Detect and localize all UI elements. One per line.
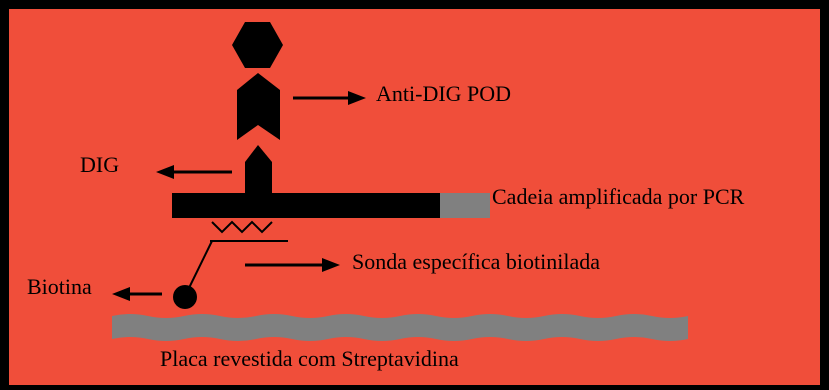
biotin-dot — [173, 285, 197, 309]
pcr-chain-grey — [440, 193, 490, 218]
antibody-chevron-body — [237, 73, 280, 140]
arrow-anti-dig — [293, 91, 366, 105]
label-pcr-chain: Cadeia amplificada por PCR — [492, 184, 745, 209]
dig-post — [245, 145, 272, 195]
label-plate: Placa revestida com Streptavidina — [160, 346, 459, 371]
label-probe: Sonda específica biotinilada — [352, 249, 600, 274]
probe-zigzag — [211, 220, 273, 234]
streptavidin-plate — [112, 314, 688, 341]
arrow-dig — [156, 165, 232, 179]
pcr-chain-black — [172, 193, 440, 218]
antibody-hexagon — [232, 22, 283, 68]
biotin-linker — [187, 240, 213, 291]
label-anti-dig-pod: Anti-DIG POD — [376, 81, 511, 106]
label-biotin: Biotina — [27, 274, 92, 299]
label-dig: DIG — [80, 152, 119, 177]
arrow-probe — [245, 258, 340, 272]
arrow-biotin — [112, 287, 162, 301]
